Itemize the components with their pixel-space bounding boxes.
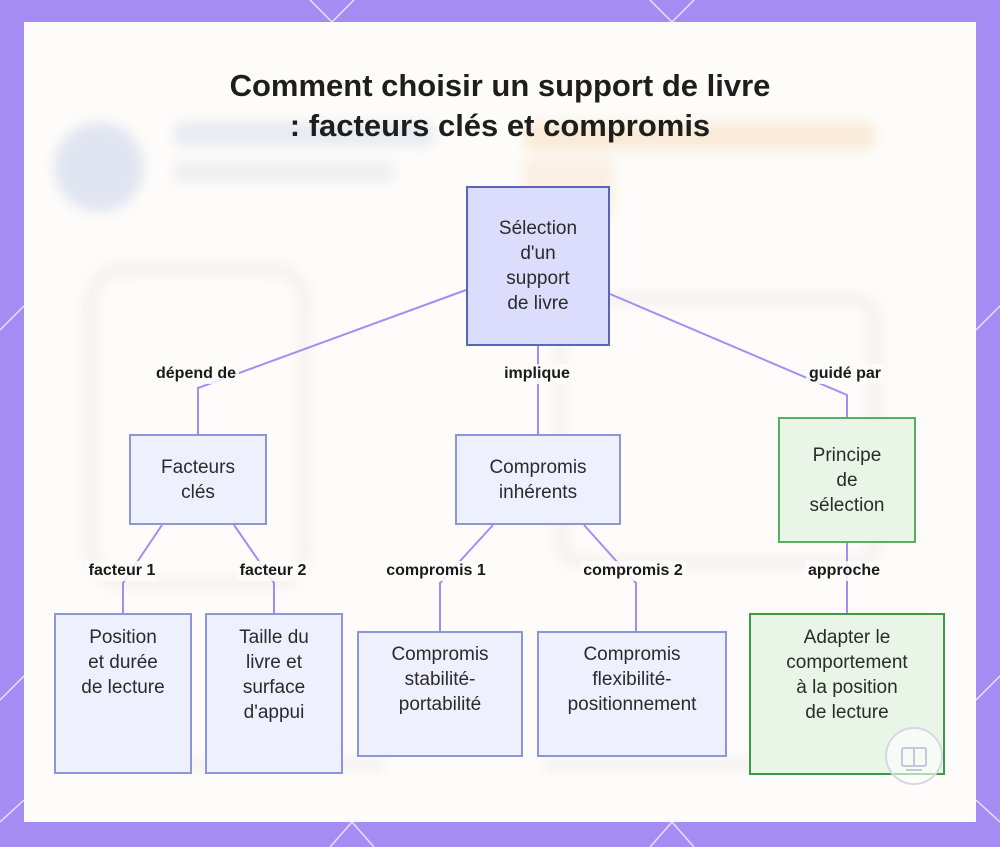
connector-facteur1 [122, 524, 163, 613]
edge-label-approche: approche [804, 561, 884, 581]
edge-label-facteur1: facteur 1 [85, 561, 159, 581]
node-stabilite-portabilite: Compromis stabilité- portabilité [357, 631, 523, 757]
node-taille-livre: Taille du livre et surface d'appui [205, 613, 343, 774]
node-facteurs-cles: Facteurs clés [129, 434, 267, 525]
background-bar-graphic [174, 162, 394, 182]
node-compromis-label: Compromis inhérents [489, 456, 587, 503]
background-bar-graphic [174, 122, 434, 146]
connector-depend [197, 289, 467, 434]
edge-label-implique: implique [501, 364, 573, 384]
connector-guide [609, 293, 848, 417]
node-principe-label: Principe de sélection [809, 444, 885, 516]
background-bar-graphic [544, 757, 804, 771]
edge-label-depend: dépend de [152, 364, 240, 384]
title-line-2: : facteurs clés et compromis [289, 108, 711, 143]
node-facteurs-label: Facteurs clés [161, 456, 235, 503]
edge-label-compromis1: compromis 1 [383, 561, 489, 581]
connector-compromis1 [439, 524, 494, 631]
connector-compromis2 [583, 524, 637, 631]
edge-label-compromis2: compromis 2 [580, 561, 686, 581]
node-adapter-label: Adapter le comportement à la position de… [786, 627, 908, 723]
node-root: Sélection d'un support de livre [466, 186, 610, 346]
title-line-1: Comment choisir un support de livre [229, 68, 771, 103]
node-root-label: Sélection d'un support de livre [498, 218, 578, 314]
node-position-label: Position et durée de lecture [81, 627, 165, 698]
node-compromis-inherents: Compromis inhérents [455, 434, 621, 525]
node-flexibilite-positionnement: Compromis flexibilité- positionnement [537, 631, 727, 757]
background-circle-graphic [54, 122, 144, 212]
node-flexibilite-label: Compromis flexibilité- positionnement [567, 644, 697, 715]
connector-facteur2 [233, 524, 275, 613]
edge-label-guide: guidé par [805, 364, 885, 384]
edge-label-facteur2: facteur 2 [236, 561, 310, 581]
node-stabilite-label: Compromis stabilité- portabilité [391, 644, 489, 715]
background-orange-graphic [524, 122, 874, 150]
watermark-logo-icon [885, 727, 943, 785]
node-taille-label: Taille du livre et surface d'appui [239, 627, 309, 723]
node-principe-selection: Principe de sélection [778, 417, 916, 543]
node-position-duree: Position et durée de lecture [54, 613, 192, 774]
diagram-title: Comment choisir un support de livre : fa… [0, 66, 1000, 146]
